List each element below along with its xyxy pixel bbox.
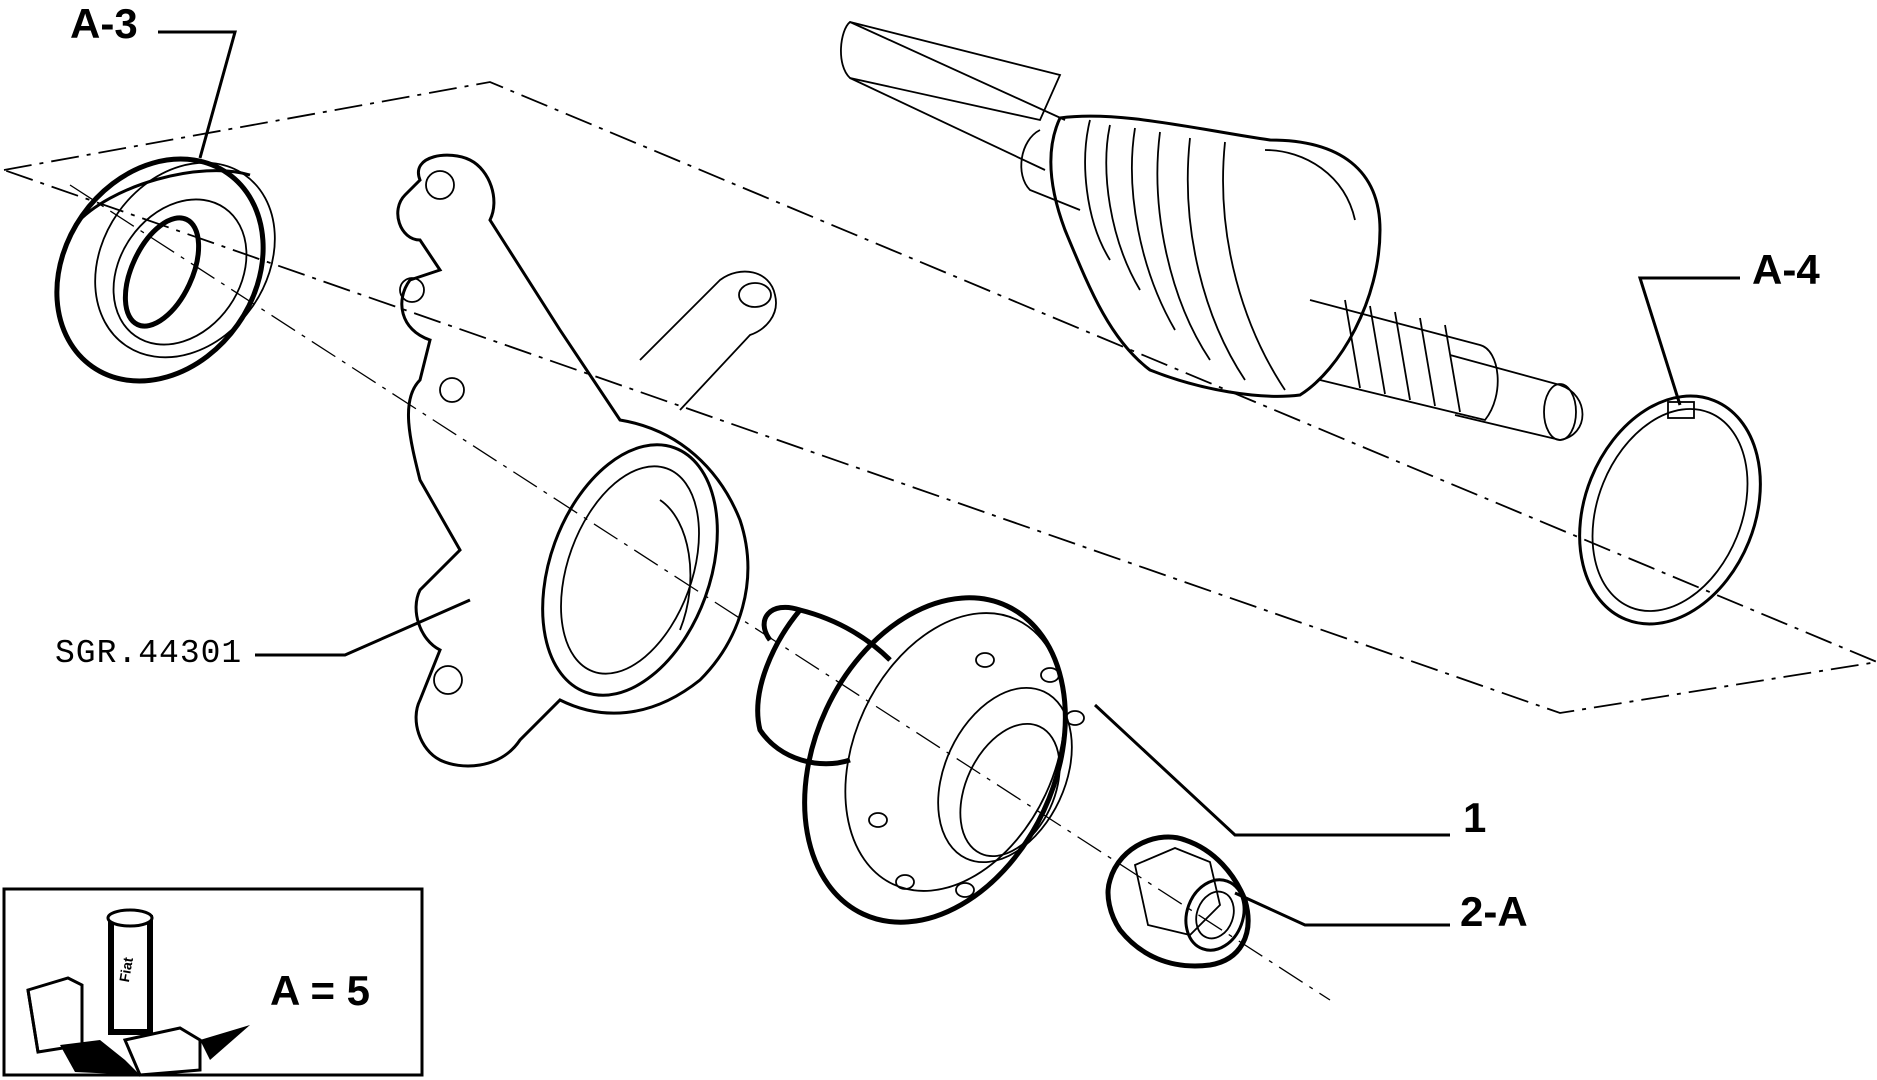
legend-equation: A = 5 [270, 967, 370, 1014]
leader-lines [158, 30, 1740, 927]
callout-a3: A-3 [70, 0, 138, 47]
lubricant-pack-icon: Fiat [26, 908, 250, 1077]
wheel-bearing [54, 156, 276, 384]
hub-nut [1105, 834, 1251, 969]
legend-box: Fiat A = 5 [2, 887, 424, 1077]
steering-knuckle [396, 153, 777, 768]
wheel-hub [755, 595, 1085, 925]
drawing-code: SGR.44301 [55, 635, 242, 672]
callout-part-2a: 2-A [1460, 888, 1528, 935]
pack-label: Fiat [116, 956, 136, 984]
drive-shaft [840, 21, 1584, 441]
reference-plane [3, 81, 1877, 1001]
callout-part-1: 1 [1463, 794, 1486, 841]
snap-ring [1578, 394, 1762, 626]
callout-a4: A-4 [1752, 246, 1820, 293]
